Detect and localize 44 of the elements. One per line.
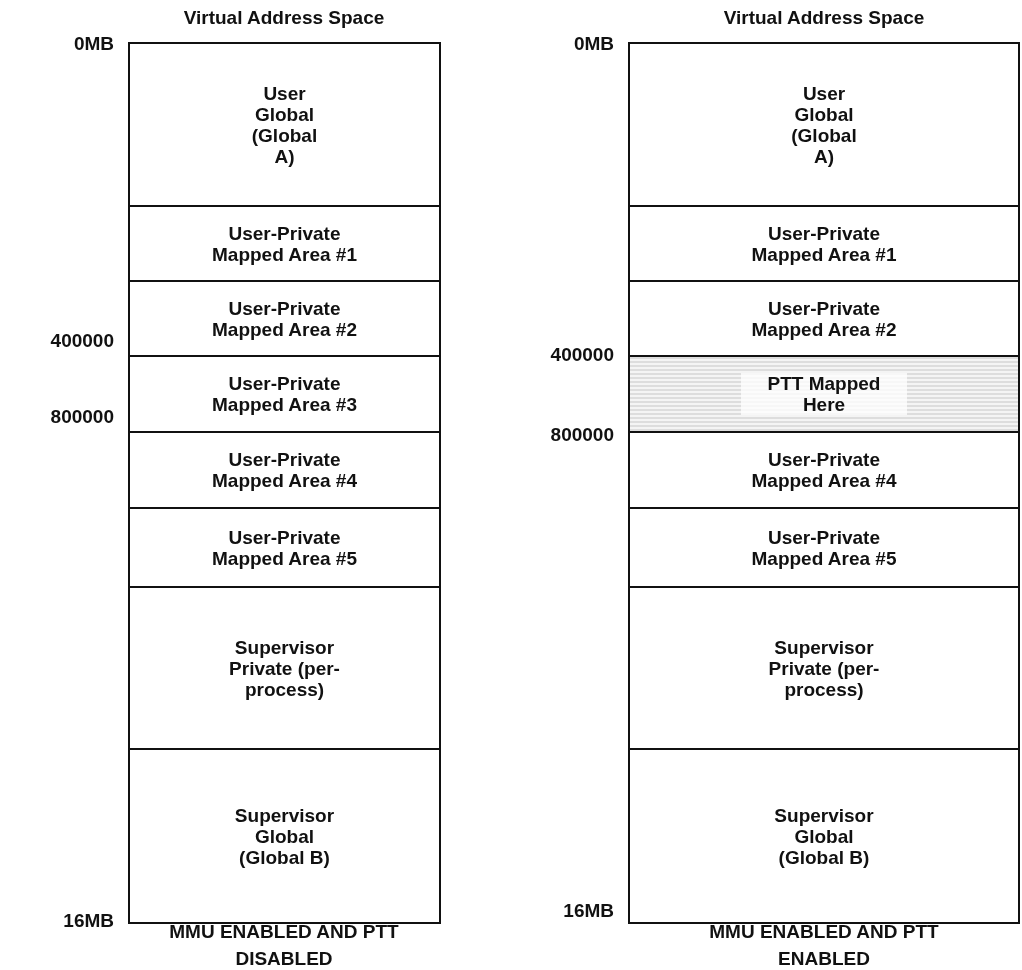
segment-label: User-Private Mapped Area #3 (211, 373, 358, 415)
column-caption: MMU ENABLED AND PTT ENABLED (708, 920, 940, 970)
segment-label: User-Private Mapped Area #1 (211, 222, 358, 265)
segment-label: User-Private Mapped Area #4 (211, 449, 358, 491)
segment-label: User-Private Mapped Area #1 (750, 222, 898, 265)
address-label: 400000 (50, 330, 114, 352)
memory-segment (128, 748, 441, 924)
memory-segment (128, 205, 441, 282)
address-label: 16MB (63, 910, 114, 932)
segment-label: Supervisor Private (per-process) (767, 636, 881, 700)
memory-segment (628, 507, 1020, 588)
memory-segment (628, 431, 1020, 509)
segment-label: User-Private Mapped Area #5 (211, 526, 358, 569)
segment-label: Supervisor Global (Global B) (233, 804, 336, 868)
segment-label: Supervisor Private (per-process) (228, 636, 341, 700)
segment-label: User Global (Global A) (790, 82, 858, 167)
memory-segment (628, 280, 1020, 357)
segment-label: PTT Mapped Here (741, 373, 907, 415)
memory-segment (628, 586, 1020, 750)
address-label: 400000 (550, 344, 614, 366)
column-caption: MMU ENABLED AND PTT DISABLED (168, 920, 400, 970)
memory-segment (128, 586, 441, 750)
address-label: 16MB (563, 900, 614, 922)
memory-segment (628, 748, 1020, 924)
memory-segment (128, 431, 441, 509)
memory-segment (128, 507, 441, 588)
memory-segment (128, 355, 441, 433)
segment-label: User-Private Mapped Area #2 (211, 297, 358, 340)
segment-label: User-Private Mapped Area #5 (750, 526, 898, 569)
memory-segment (628, 42, 1020, 207)
segment-label: Supervisor Global (Global B) (773, 804, 875, 868)
address-label: 0MB (573, 33, 614, 55)
address-label: 800000 (550, 424, 614, 446)
memory-segment (128, 42, 441, 207)
memory-segment (628, 205, 1020, 282)
address-label: 800000 (50, 406, 114, 428)
segment-label: User-Private Mapped Area #2 (750, 297, 898, 340)
column-heading: Virtual Address Space (722, 6, 926, 30)
address-label: 0MB (73, 33, 114, 55)
segment-label: User-Private Mapped Area #4 (750, 449, 898, 491)
segment-label: User Global (Global A) (250, 82, 319, 167)
column-heading: Virtual Address Space (182, 6, 386, 30)
shaded-memory-segment (628, 355, 1020, 433)
memory-segment (128, 280, 441, 357)
